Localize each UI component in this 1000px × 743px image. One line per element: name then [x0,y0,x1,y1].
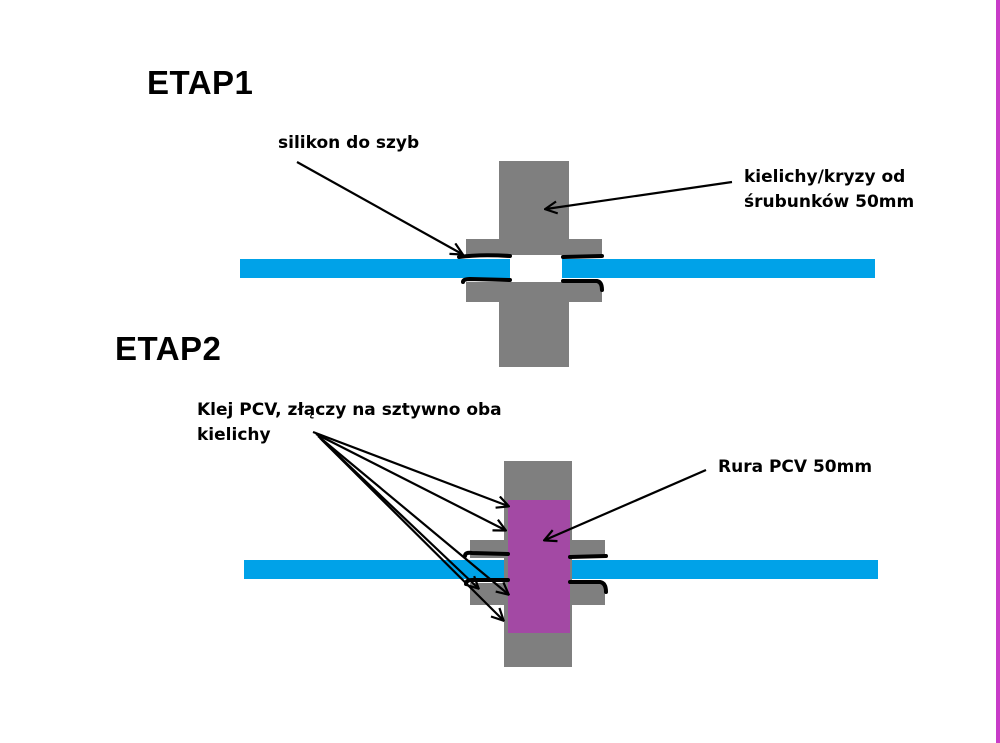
stage2-arrow-glue-2 [315,433,505,530]
stage1-sealant-bottom-left [461,276,512,284]
stage1-arrow-fittings [546,180,733,209]
stage1-label-fittings-line2: śrubunków 50mm [744,192,915,212]
stage1-sealant [457,253,604,292]
stage2-label-glue-line2: kielichy [197,425,271,445]
stage1-label-fittings-line1: kielichy/kryzy od [744,167,906,187]
stage1-fitting-bottom-stem [499,282,569,367]
stage2-arrow-glue-3 [317,435,508,594]
stage1-label-sealant: silikon do szyb [278,133,420,153]
stage1-title: ETAP1 [147,64,254,101]
stage2-title: ETAP2 [115,330,222,367]
stage2-drawing [244,430,878,667]
stage1-glass-left [240,259,510,278]
stage1-glass-right [562,259,875,278]
stage1-sealant-top-right [561,254,604,259]
stage2-arrows-glue [312,430,508,620]
stage2-sealant-bottom-right [568,580,608,594]
stage2-arrow-glue-1 [312,430,508,506]
stage2-sealant-top-right [568,554,608,559]
stage1-sealant-bottom-right [561,279,604,292]
stage2-label-pipe: Rura PCV 50mm [718,457,873,477]
stage2-glass-left [244,560,508,579]
stage1-label-fittings: kielichy/kryzy od śrubunków 50mm [744,165,914,215]
stage1-drawing [240,161,875,367]
stage2-glass-right [570,560,878,579]
right-border [996,0,1000,743]
stage2-sealant-top-left [463,550,510,558]
stage2-arrow-pipe [545,468,707,540]
stage1-sealant-top-left [457,253,512,259]
stage2-arrow-glue-5 [321,439,478,588]
stage2-label-glue-line1: Klej PCV, złączy na sztywno oba [197,400,502,420]
stage2-label-glue: Klej PCV, złączy na sztywno oba kielichy [197,398,502,448]
stage1-arrow-sealant [296,161,462,254]
stage2-pvc-pipe [508,500,570,633]
